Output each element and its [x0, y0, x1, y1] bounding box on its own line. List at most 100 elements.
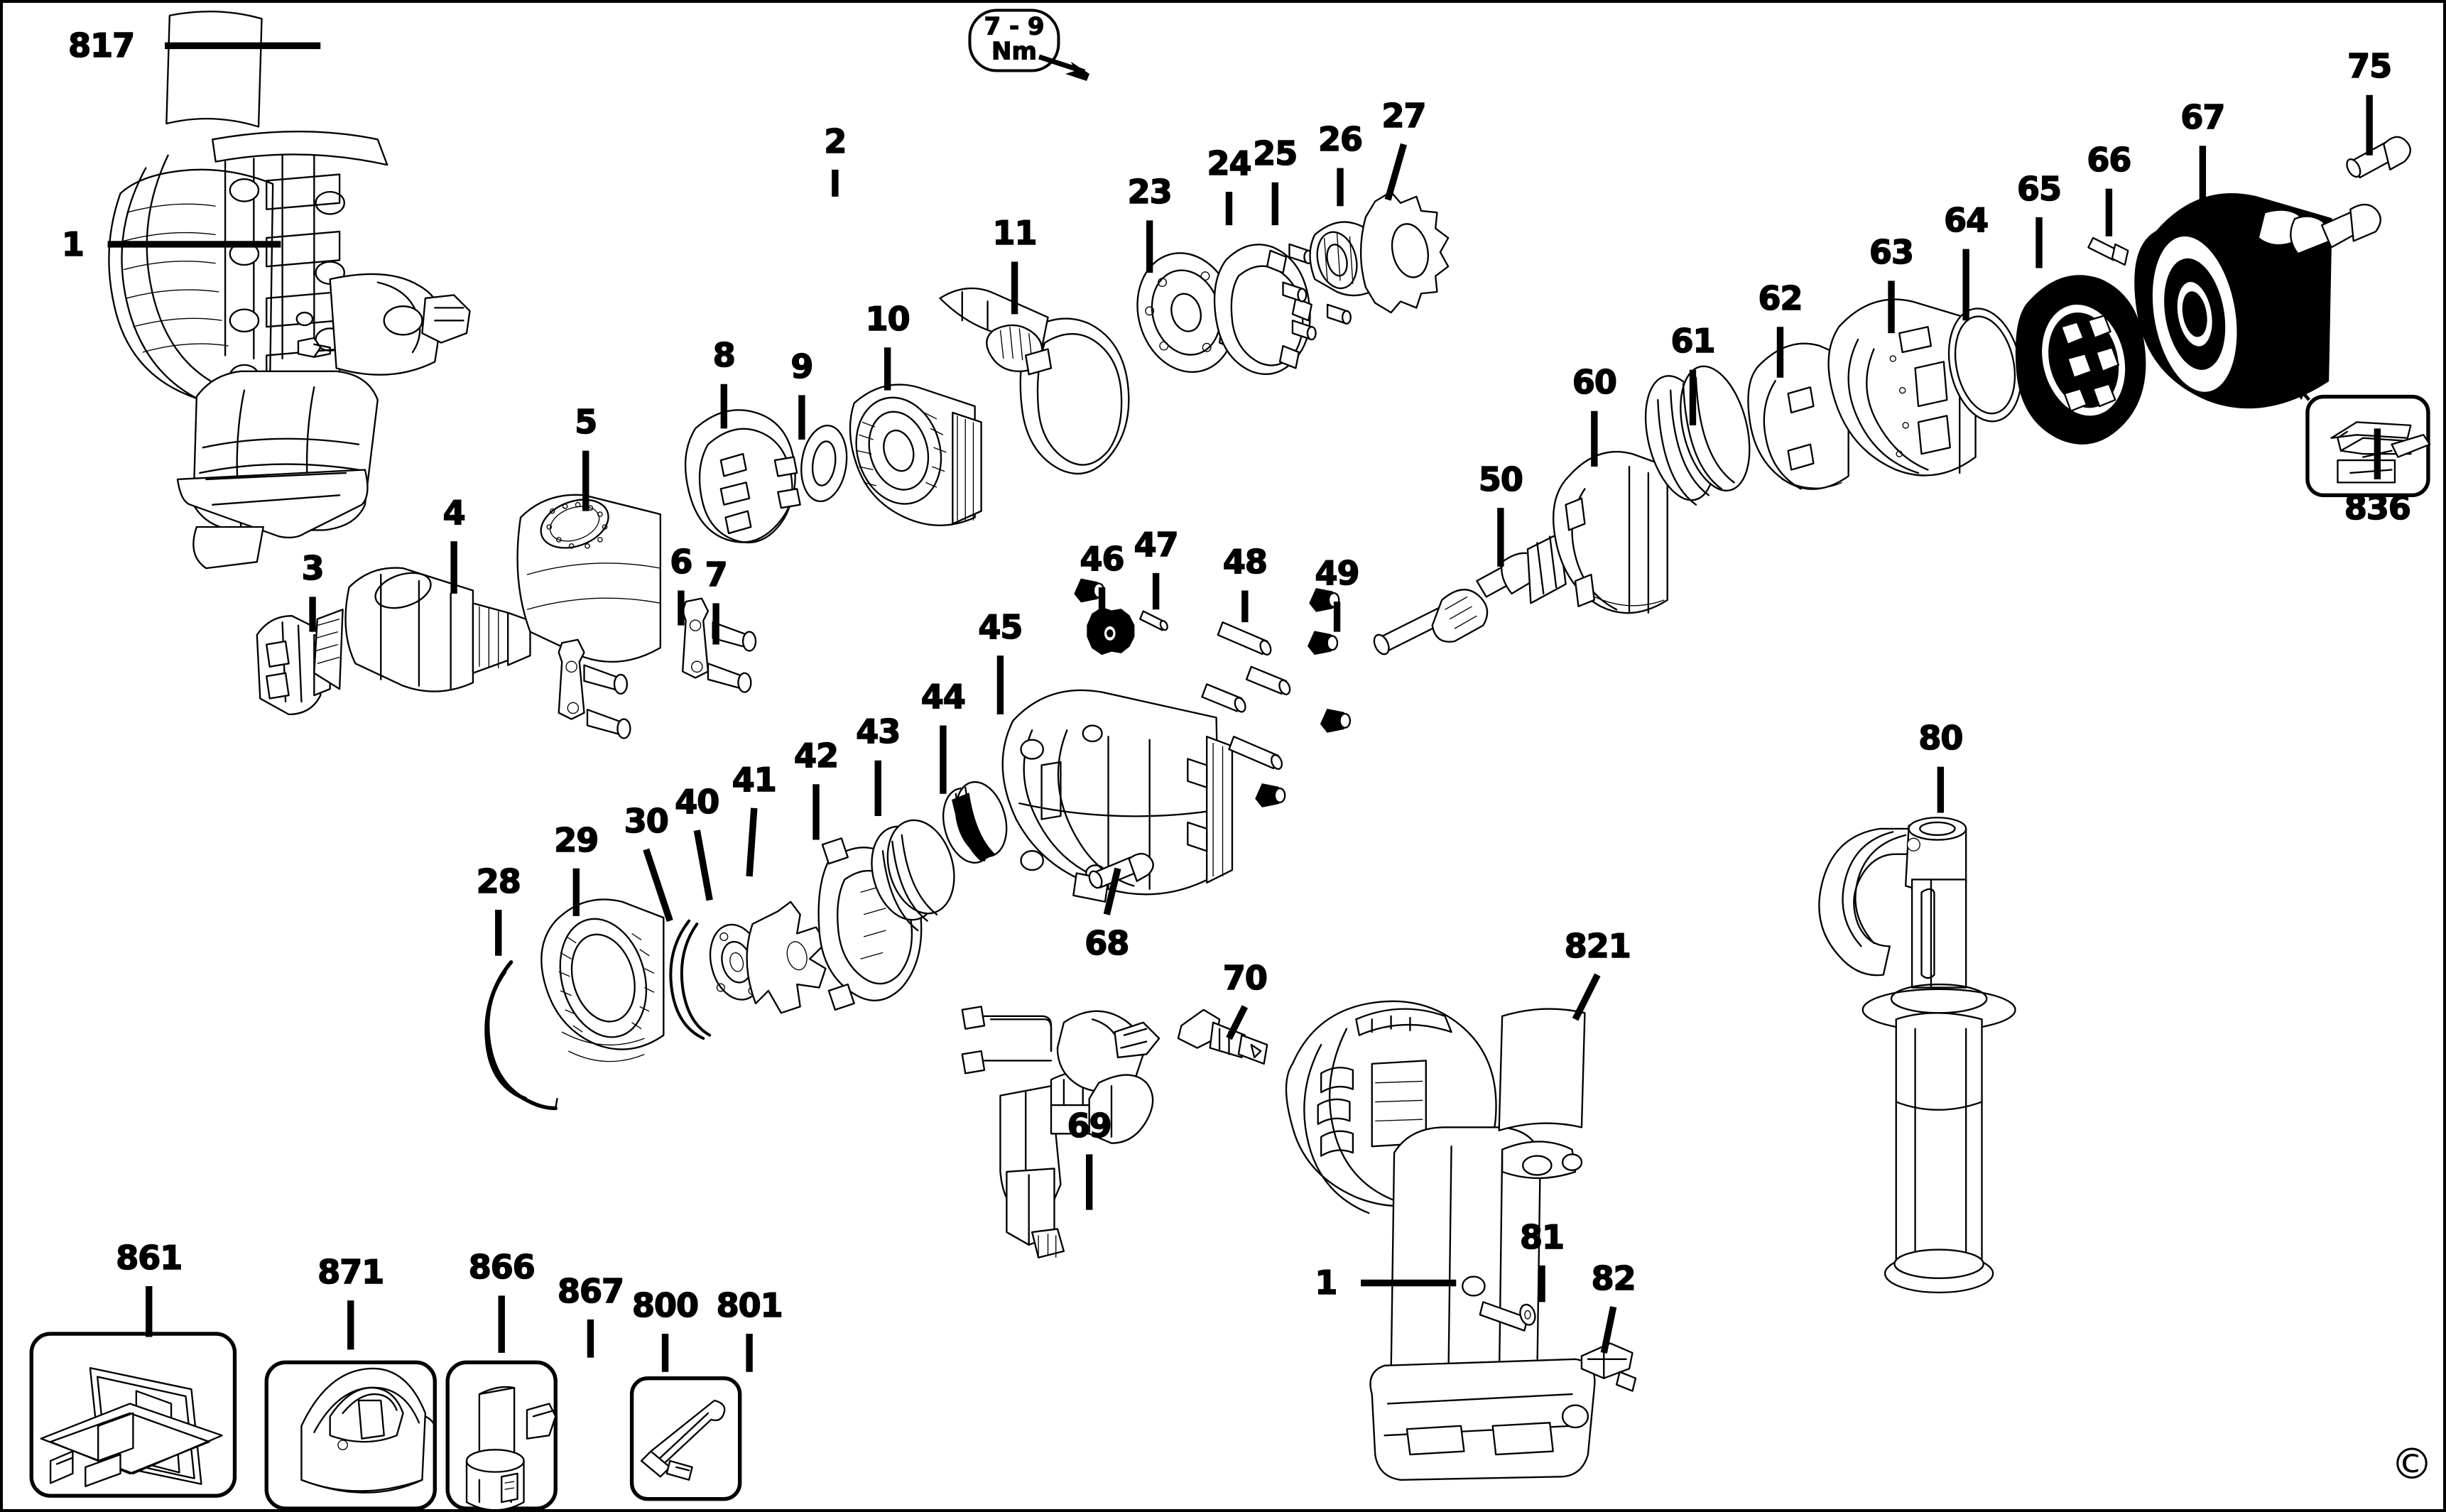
part-41-cam-ring: [746, 901, 827, 1014]
part-44-spring-inner: [942, 781, 1008, 864]
part-866-box: [445, 1360, 558, 1509]
part-63-torque-collar: [1827, 298, 1977, 477]
exploded-view-artwork: .ln{fill:none;stroke:#000;stroke-width:1…: [29, 10, 2431, 1509]
part-48-clutch-pins: [1201, 621, 1291, 771]
leader-line-68: [1103, 867, 1121, 915]
part-836-box: [2305, 394, 2431, 497]
callout-label-67: 67: [2180, 98, 2227, 137]
callout-label-61: 61: [1670, 322, 1717, 361]
leader-line-41: [746, 807, 758, 877]
part-43-spring-outer: [871, 819, 955, 932]
callout-label-8: 8: [712, 336, 736, 375]
callout-label-871: 871: [317, 1252, 385, 1291]
callout-label-66: 66: [2087, 141, 2133, 180]
callout-label-2: 2: [824, 121, 848, 161]
callout-label-50: 50: [1478, 459, 1524, 499]
callout-label-62: 62: [1758, 278, 1804, 317]
torque-note: 7 - 9 Nm: [968, 9, 1060, 72]
part-800-box: [629, 1376, 742, 1501]
callout-label-25: 25: [1253, 134, 1299, 173]
part-62-clutch-plate: [1747, 342, 1849, 490]
leader-line-821: [1572, 973, 1601, 1021]
part-29-ring-gear: [540, 898, 665, 1062]
part-1-housing-right: [1285, 1000, 1596, 1481]
part-861-box: [29, 1332, 237, 1498]
torque-unit: Nm: [991, 37, 1037, 66]
callout-label-7: 7: [705, 555, 729, 594]
callout-label-64: 64: [1943, 201, 1989, 240]
callout-label-24: 24: [1207, 143, 1253, 183]
callout-label-41: 41: [732, 760, 778, 799]
torque-value: 7 - 9: [984, 12, 1045, 41]
callout-label-65: 65: [2016, 169, 2062, 208]
callout-label-69: 69: [1067, 1106, 1113, 1146]
callout-label-1a: 1: [61, 224, 85, 263]
callout-label-40: 40: [674, 782, 720, 821]
callout-label-47: 47: [1134, 525, 1180, 564]
callout-label-9: 9: [790, 347, 815, 386]
part-81-screw: [1479, 1301, 1536, 1332]
callout-label-801: 801: [716, 1285, 784, 1325]
callout-label-42: 42: [793, 736, 839, 776]
callout-label-28: 28: [476, 861, 522, 901]
callout-leader-lines: [107, 42, 2381, 1372]
callout-label-3: 3: [301, 549, 325, 588]
leader-line-30: [643, 848, 673, 923]
callout-label-82: 82: [1591, 1258, 1637, 1298]
part-11-shift-collar: [939, 287, 1130, 475]
part-5-field-can: [516, 494, 662, 663]
part-50-output-spindle: [1373, 532, 1567, 656]
callout-label-817: 817: [67, 26, 136, 65]
callout-label-836: 836: [2344, 489, 2412, 528]
part-4-armature: [313, 567, 531, 692]
callout-label-27: 27: [1381, 96, 1428, 135]
callout-label-60: 60: [1572, 363, 1618, 402]
part-24-retaining-plate: [1213, 244, 1312, 375]
part-69-switch-assembly: [961, 1006, 1161, 1258]
callout-label-11: 11: [992, 214, 1038, 253]
callout-label-81: 81: [1519, 1217, 1565, 1256]
part-70-fwd-rev-lever: [1177, 1008, 1268, 1065]
callout-label-70: 70: [1222, 959, 1268, 998]
callout-label-49: 49: [1315, 553, 1361, 592]
part-1-housing-left: [108, 130, 471, 570]
part-60-clutch-ring: [1552, 450, 1668, 614]
callout-label-23: 23: [1127, 173, 1173, 212]
callout-label-30: 30: [624, 801, 670, 840]
part-75-chuck-screw: [2346, 136, 2411, 179]
callout-label-44: 44: [920, 678, 967, 717]
part-66-screw: [2087, 236, 2129, 266]
part-65-bearing-retainer: [2015, 275, 2146, 445]
part-6-7-brush-arms: [558, 597, 757, 739]
callout-label-4: 4: [442, 493, 467, 532]
callout-label-80: 80: [1918, 719, 1964, 758]
part-47-roll-pin: [1139, 610, 1168, 631]
part-10-planetary-gear: [849, 384, 982, 526]
part-9-washer: [800, 425, 848, 503]
part-28-retaining-ring: [484, 960, 558, 1111]
callout-label-5: 5: [574, 403, 598, 442]
part-871-box: [264, 1360, 437, 1509]
callout-label-866: 866: [468, 1248, 536, 1287]
part-49-clutch-balls: [1074, 578, 1352, 807]
callout-label-68: 68: [1084, 923, 1130, 962]
callout-label-1b: 1: [1315, 1263, 1339, 1302]
part-45-gearbox-housing: [1001, 689, 1234, 903]
callout-label-26: 26: [1317, 120, 1364, 159]
leader-line-82: [1600, 1306, 1617, 1354]
callout-label-43: 43: [855, 712, 901, 751]
callout-label-6: 6: [670, 543, 694, 582]
part-68-screw: [1088, 852, 1154, 889]
callout-label-821: 821: [1564, 927, 1632, 966]
part-27-star-washer: [1359, 190, 1450, 314]
part-61-coil-spring: [1644, 365, 1751, 506]
callout-label-861: 861: [115, 1238, 183, 1277]
part-80-side-handle: [1818, 817, 2016, 1294]
callout-label-63: 63: [1869, 233, 1915, 272]
callout-label-29: 29: [554, 820, 600, 859]
leader-line-70: [1226, 1005, 1249, 1040]
part-817-nameplate: [165, 10, 263, 128]
part-64-o-ring: [1947, 308, 2023, 423]
part-8-end-plate: [684, 409, 801, 544]
